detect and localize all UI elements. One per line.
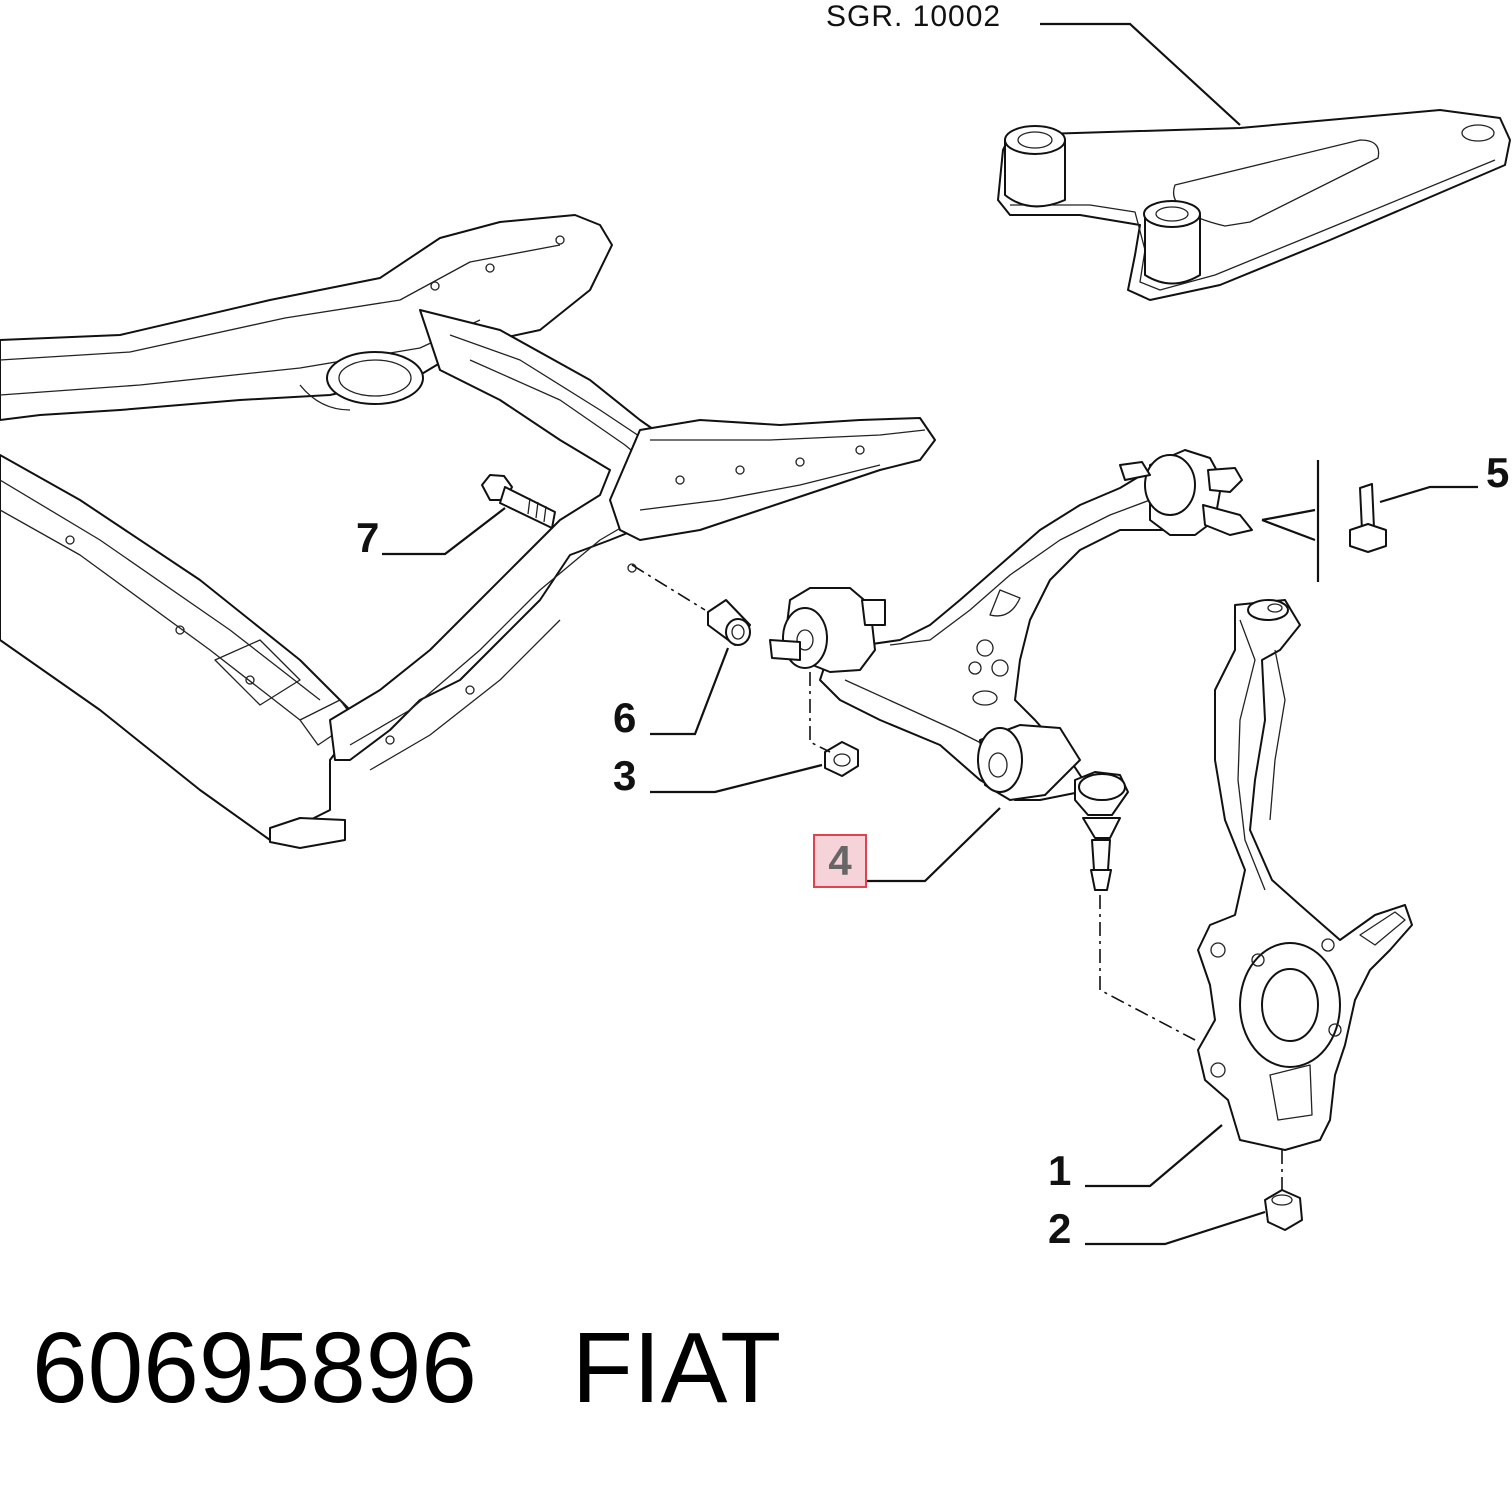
- brand-name: FIAT: [571, 1312, 782, 1424]
- nut-3-axis: [809, 672, 831, 753]
- reference-bracket: [997, 109, 1511, 301]
- callout-6: 6: [613, 694, 637, 741]
- nut-2-part: [1264, 1189, 1303, 1231]
- callout-7: 7: [356, 514, 380, 561]
- bolt-5-part: [1349, 483, 1387, 553]
- bolt-5-bracket-lines: [1261, 460, 1320, 582]
- subframe: [0, 214, 936, 849]
- callout-4-highlight[interactable]: 4: [813, 834, 867, 888]
- bushing-6-axis: [631, 564, 706, 611]
- bolt-7-part: [481, 474, 556, 529]
- callout-4-leader: [867, 807, 1001, 883]
- callout-4: 4: [828, 837, 852, 884]
- steering-knuckle-1-part: [1197, 599, 1413, 1151]
- callout-2: 2: [1048, 1205, 1072, 1252]
- callout-2-leader: [1085, 1210, 1266, 1246]
- callout-1: 1: [1048, 1147, 1072, 1194]
- ball-joint-axis: [1099, 895, 1196, 1041]
- callout-1-leader: [1085, 1124, 1223, 1188]
- nut-3-part: [824, 741, 859, 777]
- callout-7-leader: [382, 507, 506, 556]
- reference-label: SGR. 10002: [826, 0, 1002, 33]
- callout-3: 3: [613, 752, 637, 799]
- part-number: 60695896: [32, 1312, 477, 1424]
- bushing-6-part: [707, 599, 751, 646]
- callout-5-leader: [1379, 485, 1478, 504]
- reference-leader-line: [1040, 22, 1241, 126]
- control-arm-4-part: [769, 449, 1253, 891]
- callout-6-leader: [650, 647, 730, 736]
- callout-5: 5: [1486, 449, 1510, 496]
- callout-3-leader: [650, 763, 823, 794]
